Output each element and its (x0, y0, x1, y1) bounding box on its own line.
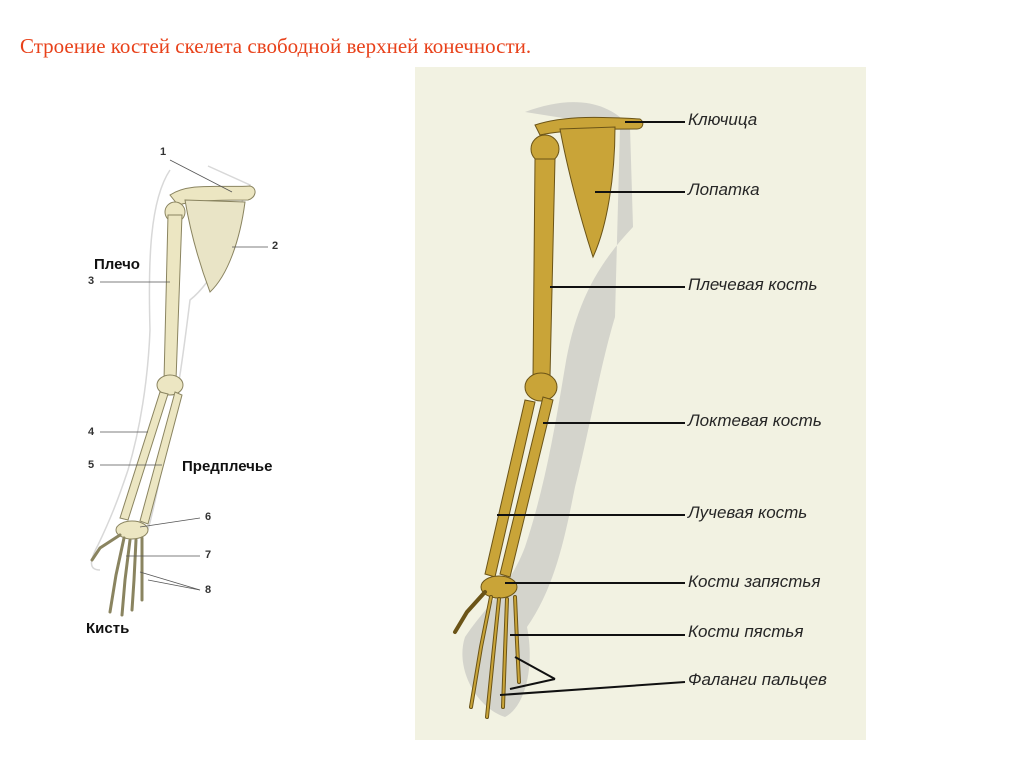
thumb-bone (90, 533, 122, 562)
page-title: Строение костей скелета свободной верхне… (20, 34, 532, 58)
ulna-bone (119, 391, 169, 521)
label-humerus: Плечевая кость (688, 275, 818, 294)
label-number-3: 3 (88, 275, 95, 287)
region-forearm: Предплечье (182, 458, 273, 475)
carpal-bones (115, 520, 149, 540)
left-arm-diagram: 1 2 3 4 5 6 7 8 Плечо Предплечье Кисть (0, 0, 400, 767)
right-arm-skeleton (453, 102, 686, 719)
leader-lines (100, 159, 268, 591)
label-number-2: 2 (272, 240, 279, 252)
humerus-bone (163, 214, 183, 381)
label-scapula: Лопатка (688, 180, 760, 199)
carpal-bones (480, 575, 518, 599)
finger-bone (108, 536, 126, 614)
elbow-joint (524, 372, 558, 402)
humerus-bone (532, 158, 556, 378)
finger-bone (120, 538, 132, 617)
label-number-7: 7 (205, 549, 212, 561)
label-number-4: 4 (88, 426, 95, 438)
scapula-bone (184, 199, 246, 293)
skin-outline (90, 169, 171, 571)
hand-bones (90, 533, 144, 617)
region-shoulder: Плечо (94, 256, 140, 273)
right-arm-panel: Ключица Лопатка Плечевая кость Локтевая … (415, 67, 866, 740)
label-phalanges: Фаланги пальцев (688, 670, 827, 689)
label-metacarpals: Кости пястья (688, 622, 804, 641)
elbow-joint (156, 374, 184, 396)
label-ulna: Локтевая кость (688, 411, 822, 430)
region-hand: Кисть (86, 620, 130, 637)
finger-bone (130, 538, 138, 612)
thumb-bone (453, 590, 487, 634)
leader-lines (497, 121, 686, 696)
label-number-8: 8 (205, 584, 212, 596)
label-radius: Лучевая кость (688, 503, 808, 522)
label-number-5: 5 (88, 459, 95, 471)
hand-bones-fill (470, 596, 520, 718)
radius-bone (139, 391, 183, 525)
label-carpals: Кости запястья (688, 572, 821, 591)
label-number-6: 6 (205, 511, 212, 523)
label-number-1: 1 (160, 146, 167, 158)
label-clavicle: Ключица (688, 110, 758, 129)
scapula-bone (559, 126, 616, 259)
left-arm-skeleton (90, 159, 268, 617)
